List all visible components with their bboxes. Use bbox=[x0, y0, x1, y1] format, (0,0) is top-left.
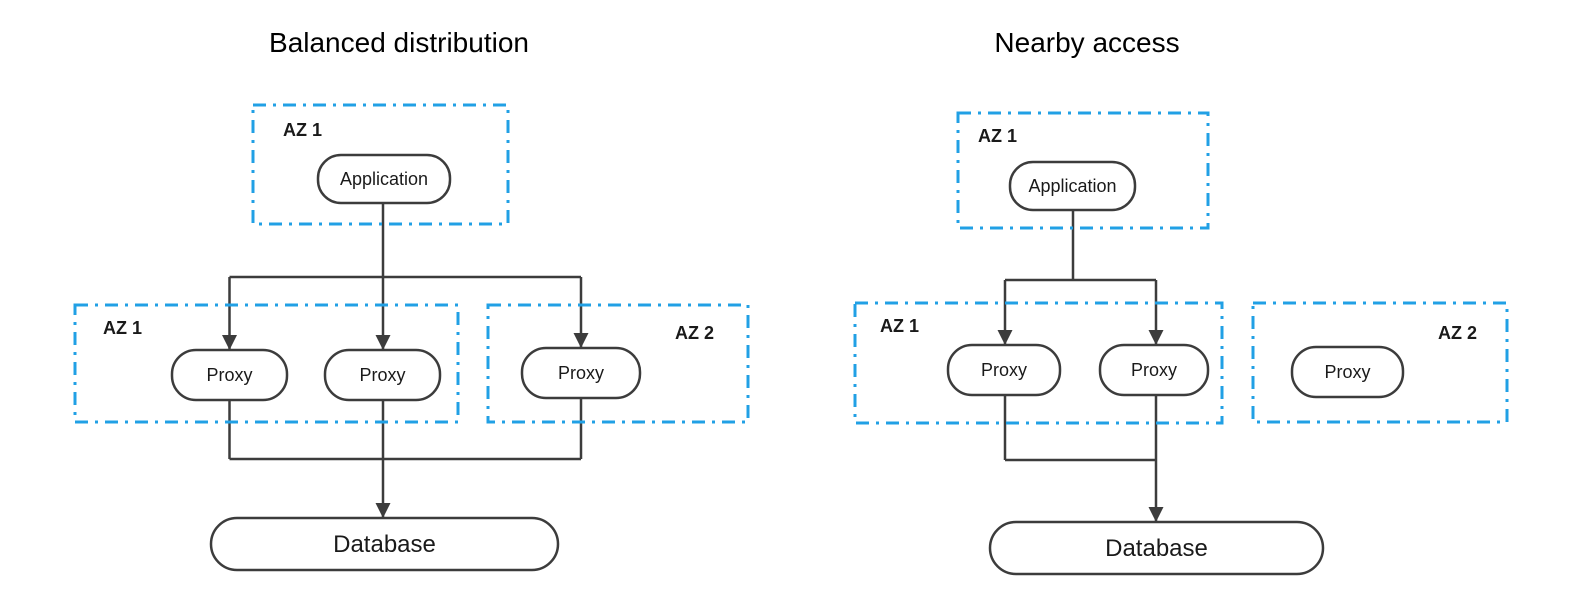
proxy1-label-right: Proxy bbox=[981, 360, 1027, 380]
diagram-nearby-access: Nearby access AZ 1 Application AZ 1 AZ 2… bbox=[853, 27, 1509, 576]
proxy3-node-left bbox=[520, 346, 642, 400]
zone-az2-left bbox=[486, 303, 750, 424]
database-label-left: Database bbox=[333, 531, 436, 558]
proxy3-node-right bbox=[1290, 345, 1405, 399]
proxy1-node-right bbox=[946, 343, 1062, 397]
zone-az2-left-label: AZ 2 bbox=[675, 323, 714, 343]
zone-az1-bottom-right bbox=[853, 301, 1224, 425]
database-label-right: Database bbox=[1105, 535, 1208, 562]
zone-az1-top-right bbox=[956, 111, 1210, 230]
database-node-left bbox=[209, 516, 560, 572]
diagram-balanced-distribution: Balanced distribution AZ 1 Application A… bbox=[73, 27, 750, 572]
application-label-right: Application bbox=[1028, 176, 1116, 196]
proxy2-label-left: Proxy bbox=[359, 365, 405, 385]
zone-az1-bottom-left-label: AZ 1 bbox=[103, 318, 142, 338]
zone-az1-top-left bbox=[251, 103, 510, 226]
diagram-title-right: Nearby access bbox=[994, 27, 1179, 58]
application-node-left bbox=[316, 153, 452, 205]
zone-az1-bottom-right-label: AZ 1 bbox=[880, 316, 919, 336]
database-node-right bbox=[988, 520, 1325, 576]
proxy2-node-left bbox=[323, 348, 442, 402]
application-label-left: Application bbox=[340, 169, 428, 189]
zone-az2-right-label: AZ 2 bbox=[1438, 323, 1477, 343]
zone-az1-top-left-label: AZ 1 bbox=[283, 120, 322, 140]
application-node-right bbox=[1008, 160, 1137, 212]
zone-az2-right bbox=[1251, 301, 1509, 424]
proxy2-node-right bbox=[1098, 343, 1210, 397]
proxy3-label-right: Proxy bbox=[1324, 362, 1370, 382]
proxy1-node-left bbox=[170, 348, 289, 402]
zone-az1-top-right-label: AZ 1 bbox=[978, 126, 1017, 146]
diagram-title-left: Balanced distribution bbox=[269, 27, 529, 58]
proxy2-label-right: Proxy bbox=[1131, 360, 1177, 380]
proxy1-label-left: Proxy bbox=[206, 365, 252, 385]
proxy3-label-left: Proxy bbox=[558, 363, 604, 383]
zone-az1-bottom-left bbox=[73, 303, 460, 424]
